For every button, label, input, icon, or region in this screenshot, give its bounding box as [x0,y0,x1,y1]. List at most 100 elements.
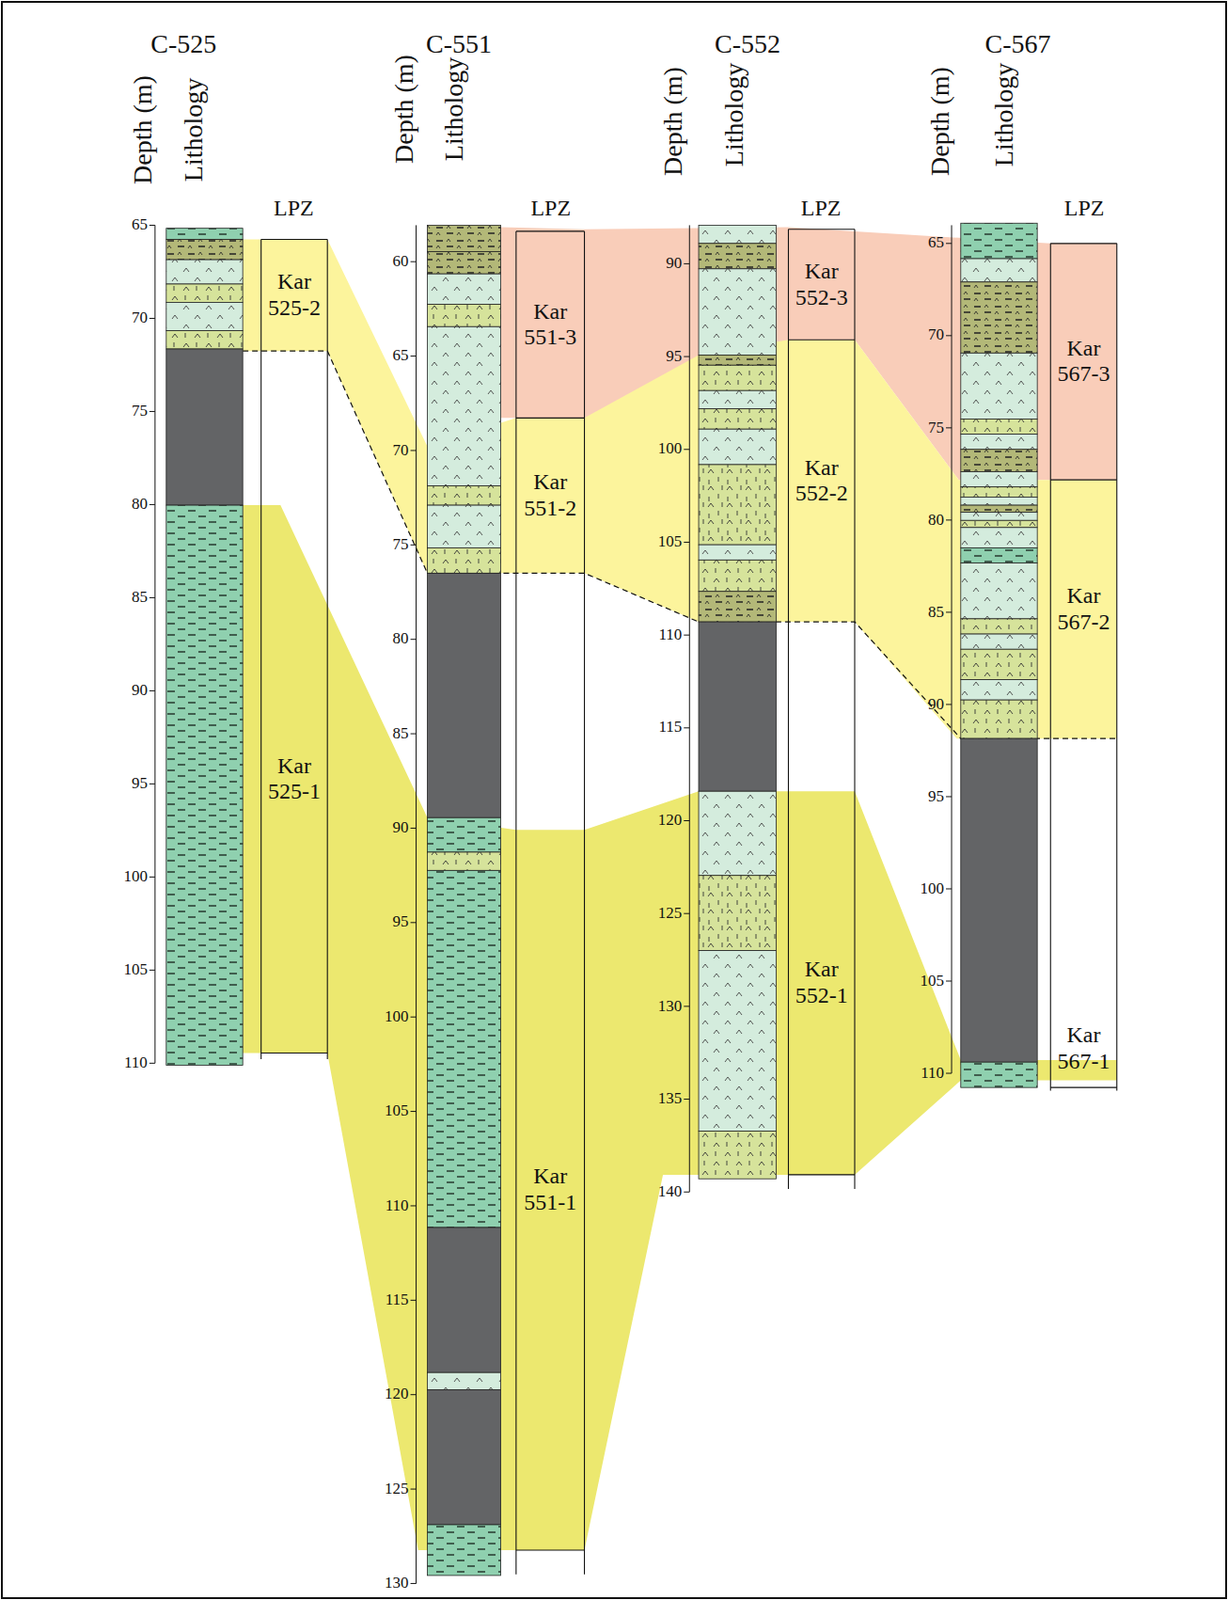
depth-tick-label: 105 [920,972,945,991]
depth-tick [410,1582,417,1584]
depth-axis [689,224,691,1192]
rock-layer [960,487,1038,498]
depth-tick [410,921,417,923]
rock-layer [960,618,1038,634]
depth-tick-label: 100 [658,440,683,458]
depth-tick-label: 120 [384,1385,410,1403]
zone-column-line [327,239,329,1059]
depth-tick-label: 60 [393,252,410,271]
zone-label: Kar 552-1 [789,956,853,1008]
correlation-band [242,504,1118,1550]
rock-layer [426,572,501,818]
rock-layer [426,326,501,486]
depth-tick-label: 70 [131,309,148,328]
well-column [951,222,1118,1090]
depth-tick-label: 95 [665,347,682,366]
depth-tick-label: 85 [928,603,945,622]
rock-layer [426,251,501,274]
well-column [155,224,328,1065]
rock-layer [960,679,1038,701]
rock-layer [960,519,1038,528]
depth-tick-label: 100 [920,880,945,898]
lithology-title: Lithology [990,62,1020,167]
depth-tick [683,726,690,728]
depth-tick-label: 75 [393,535,410,554]
depth-tick-label: 140 [658,1182,683,1201]
depth-tick [410,733,417,735]
zone-column-line [515,231,517,1575]
rock-layer [166,348,243,505]
depth-tick-label: 110 [658,626,682,645]
rock-layer [960,258,1038,283]
zone-column-line [1050,243,1052,1091]
rock-layer [960,1061,1038,1087]
zone-box: Kar 551-1 [516,829,585,1550]
depth-tick [410,544,417,546]
zone-boundary [1050,479,1118,481]
zone-boundary [787,339,855,341]
depth-tick [410,1299,417,1301]
zone-heading: LPZ [1064,195,1105,221]
rock-layer [166,330,243,349]
depth-tick-label: 95 [928,787,945,806]
depth-tick-label: 125 [658,904,683,923]
depth-tick-label: 75 [131,402,148,421]
rock-layer [698,464,776,545]
rock-layer [960,633,1038,649]
depth-tick [683,448,690,450]
column-title: C-552 [714,30,781,60]
zone-boundary [242,350,1118,739]
rock-layer [426,1227,501,1372]
depth-tick-label: 135 [658,1089,683,1108]
depth-tick-label: 100 [123,867,148,886]
lithology-title: Lithology [439,57,469,161]
axis-title: Depth (m) [926,66,956,176]
depth-tick [410,1110,417,1112]
rock-layer [166,228,243,240]
rock-layer [166,283,243,302]
rock-layer [698,559,776,591]
axis-title: Depth (m) [659,66,689,176]
depth-tick [683,913,690,914]
rock-layer [166,259,243,284]
depth-tick-label: 90 [131,681,148,700]
rock-layer [960,648,1038,679]
depth-tick [149,876,156,878]
zone-label: Kar 567-3 [1052,335,1116,388]
lithology-title: Lithology [179,78,209,182]
rock-layer [698,268,776,356]
depth-tick-label: 75 [928,419,945,438]
depth-tick-label: 90 [928,695,945,714]
rock-layer [698,544,776,560]
zone-column-line [583,231,585,1575]
depth-tick-label: 70 [393,441,410,460]
zone-boundary [1050,242,1118,244]
rock-layer [698,409,776,430]
column-title: C-567 [985,30,1052,60]
zone-box: Kar 552-1 [787,790,855,1175]
depth-tick [683,541,690,543]
zone-column-line [853,229,855,1189]
depth-tick [149,690,156,692]
rock-layer [426,547,501,573]
depth-tick-label: 70 [928,326,945,345]
zone-label: Kar 525-2 [263,268,327,321]
zone-column-line [787,229,789,1189]
well-column [416,224,585,1583]
depth-tick-label: 80 [928,511,945,530]
depth-tick-label: 130 [384,1574,410,1592]
zone-label: Kar 551-3 [518,299,583,351]
depth-tick [683,1191,690,1193]
depth-tick [410,449,417,451]
well-column [689,224,855,1192]
zone-boundary [787,228,855,230]
depth-tick-label: 85 [393,724,410,743]
depth-tick-label: 130 [658,997,683,1016]
rock-layer [960,512,1038,521]
rock-layer [698,621,776,791]
depth-tick [410,1016,417,1018]
zone-heading: LPZ [273,195,315,221]
zone-column-line [1116,243,1118,1091]
